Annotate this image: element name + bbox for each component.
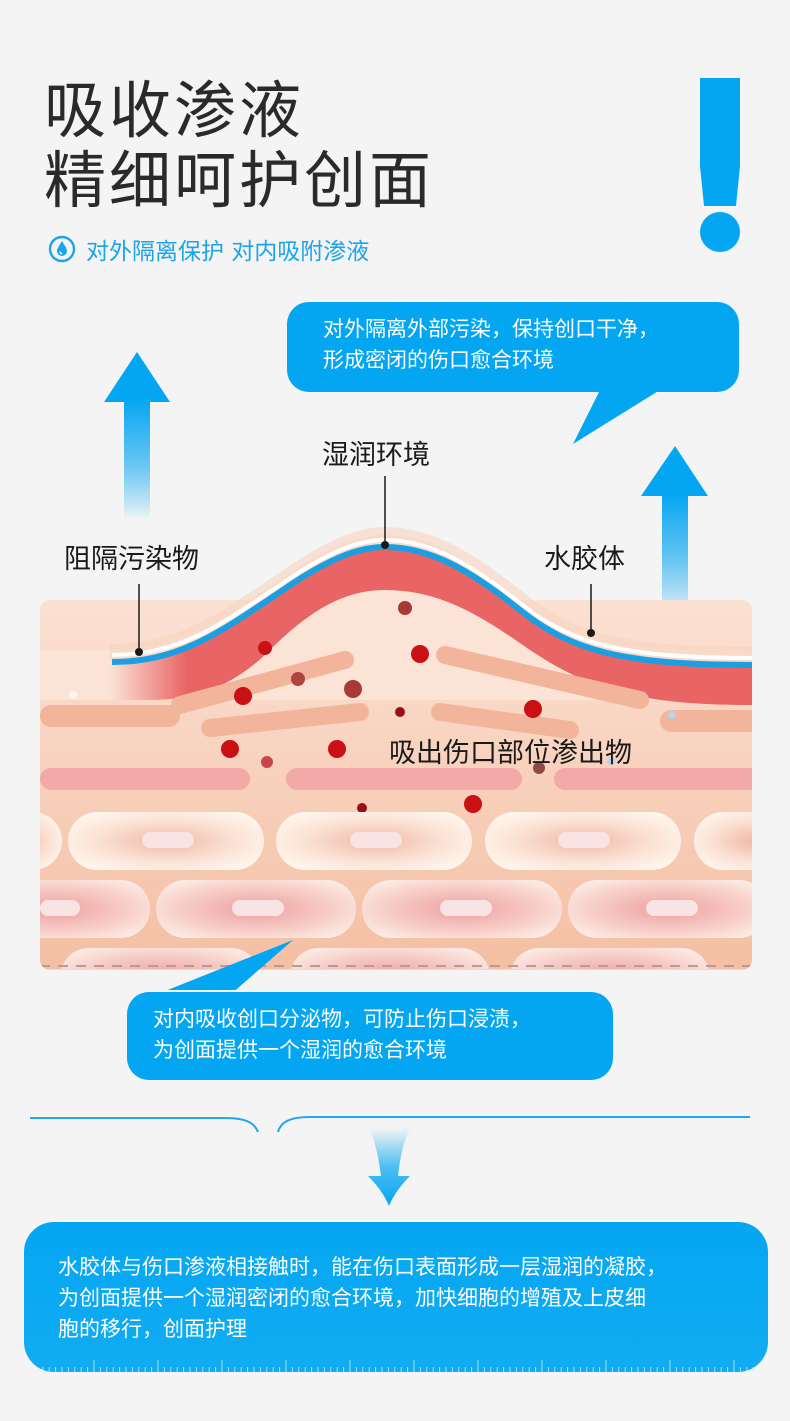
page-title-line2: 精细呵护创面 <box>44 144 435 217</box>
info-line3: 胞的移行，创面护理 <box>58 1317 247 1341</box>
skin-diagram <box>40 352 753 990</box>
label-absorb-exudate: 吸出伤口部位渗出物 <box>389 738 632 769</box>
info-text: 水胶体与伤口渗液相接触时，能在伤口表面形成一层湿润的凝胶， 为创面提供一个湿润密… <box>58 1252 748 1345</box>
ruler-ticks <box>29 1360 767 1372</box>
arrow-up-left-icon <box>104 352 170 520</box>
bubble-top-tail <box>573 390 660 444</box>
label-hydrocolloid: 水胶体 <box>544 544 625 575</box>
label-barrier: 阻隔污染物 <box>64 544 199 575</box>
tissue-fibers <box>171 646 649 739</box>
subtitle: 对外隔离保护 对内吸附渗液 <box>48 232 369 266</box>
bubble-bottom-line2: 为创面提供一个湿润的愈合环境 <box>153 1038 447 1062</box>
info-box: 水胶体与伤口渗液相接触时，能在伤口表面形成一层湿润的凝胶， 为创面提供一个湿润密… <box>24 1222 768 1372</box>
label-moist-environment: 湿润环境 <box>322 440 430 471</box>
exudate-dots <box>69 601 676 813</box>
exclamation-icon <box>700 78 740 252</box>
callout-lines <box>135 476 595 656</box>
info-line1: 水胶体与伤口渗液相接触时，能在伤口表面形成一层湿润的凝胶， <box>58 1255 667 1279</box>
subtitle-text: 对外隔离保护 对内吸附渗液 <box>86 239 370 265</box>
speech-bubble-bottom: 对内吸收创口分泌物，可防止伤口浸渍， 为创面提供一个湿润的愈合环境 <box>127 992 613 1080</box>
water-drop-icon <box>48 235 76 263</box>
info-line2: 为创面提供一个湿润密闭的愈合环境，加快细胞的增殖及上皮细 <box>58 1286 646 1310</box>
bubble-top-line1: 对外隔离外部污染，保持创口干净， <box>323 317 659 341</box>
page-title-line1: 吸收渗液 <box>44 74 305 147</box>
hydrocolloid-layer <box>111 543 753 668</box>
bubble-top-line2: 形成密闭的伤口愈合环境 <box>323 348 554 372</box>
skin-cells <box>40 812 752 970</box>
arrow-up-right-icon <box>641 446 708 618</box>
arrow-down-icon <box>368 1128 411 1206</box>
speech-bubble-top: 对外隔离外部污染，保持创口干净， 形成密闭的伤口愈合环境 <box>287 302 739 392</box>
bubble-bottom-tail <box>167 940 293 990</box>
divider-down-arrow <box>30 1116 750 1206</box>
bubble-bottom-line1: 对内吸收创口分泌物，可防止伤口浸渍， <box>153 1007 531 1031</box>
